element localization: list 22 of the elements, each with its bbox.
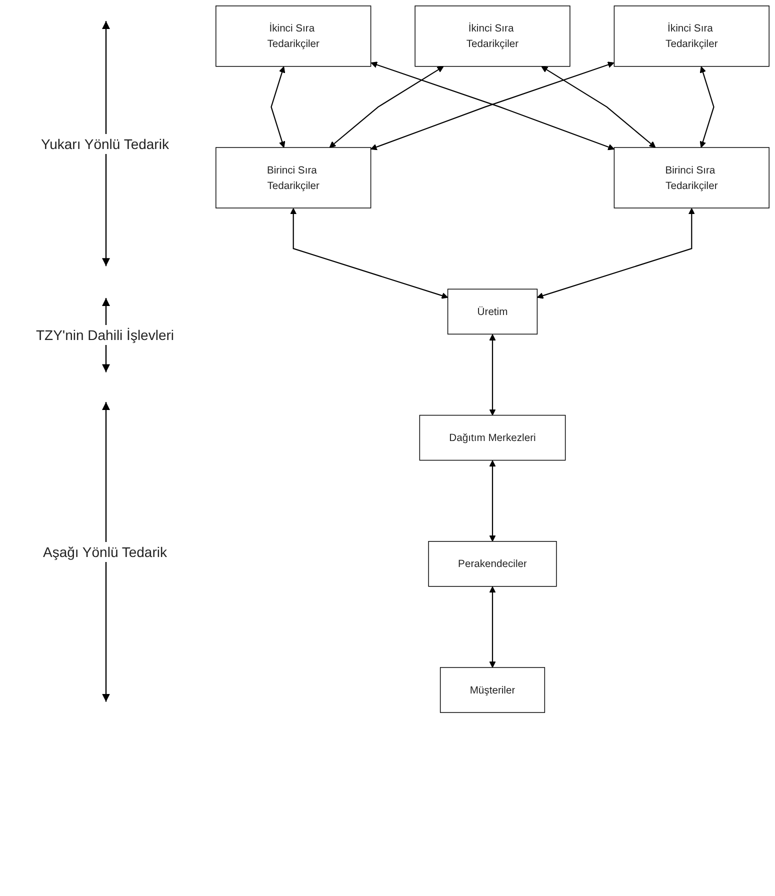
arrow (489, 586, 496, 668)
arrow (270, 66, 286, 148)
node-box: İkinci Sıra Tedarikçiler (414, 6, 570, 67)
node-box: Perakendeciler (428, 541, 557, 587)
range-label: TZY'nin Dahili İşlevleri (36, 324, 174, 345)
arrow (489, 460, 496, 542)
range-label: Aşağı Yönlü Tedarik (42, 542, 167, 562)
node-box: Üretim (447, 288, 538, 334)
node-box: Müşteriler (440, 667, 546, 713)
node-box: İkinci Sıra Tedarikçiler (614, 6, 770, 67)
node-box: Dağıtım Merkezleri (419, 414, 566, 461)
node-box: Birinci Sıra Tedarikçiler (216, 147, 372, 208)
arrow (536, 208, 695, 299)
arrow (370, 62, 614, 150)
arrow (290, 208, 448, 299)
arrow (329, 66, 444, 148)
node-box: İkinci Sıra Tedarikçiler (216, 6, 372, 67)
node-box: Birinci Sıra Tedarikçiler (614, 147, 770, 208)
range-label: Yukarı Yönlü Tedarik (41, 134, 169, 154)
arrow (700, 66, 714, 148)
arrow (489, 334, 496, 416)
arrow (541, 66, 656, 148)
